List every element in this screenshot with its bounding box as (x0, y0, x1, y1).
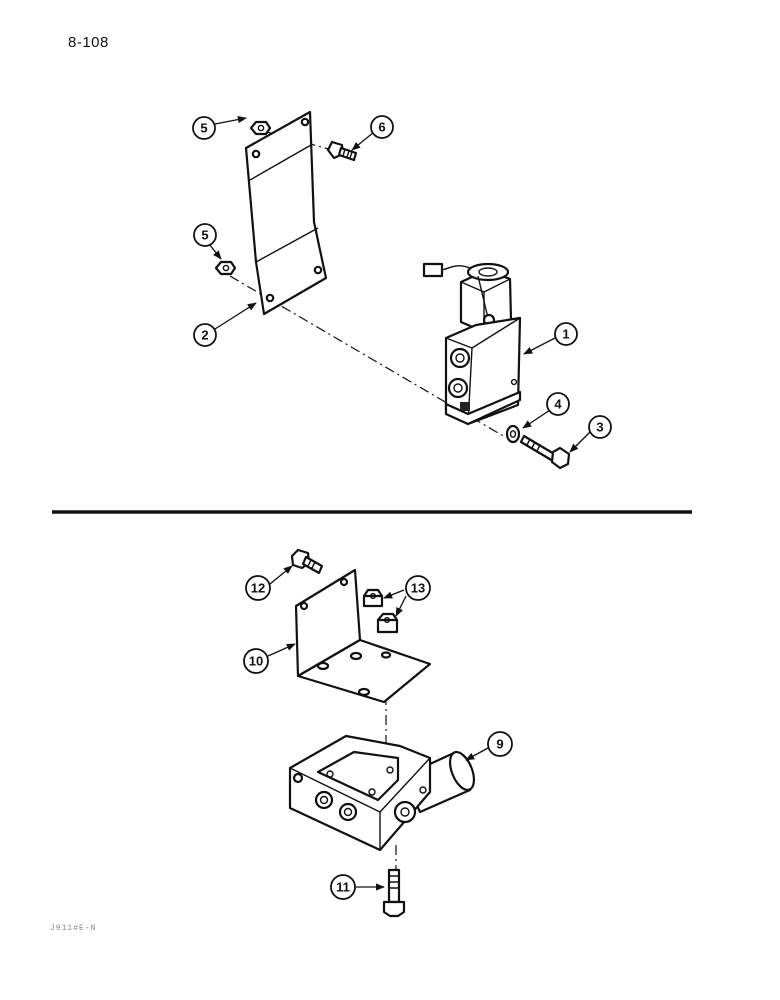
svg-text:5: 5 (200, 121, 207, 136)
svg-text:9: 9 (496, 737, 503, 752)
svg-text:10: 10 (249, 654, 263, 669)
callout-2: 2 (193, 302, 257, 347)
callout-1: 1 (523, 322, 578, 355)
valve-body (288, 734, 476, 852)
nut-13-lower (376, 612, 399, 634)
svg-text:11: 11 (336, 880, 350, 895)
callout-13: 13 (383, 575, 431, 617)
svg-text:1: 1 (562, 327, 569, 342)
svg-text:13: 13 (411, 581, 425, 596)
mounting-plate (244, 110, 328, 316)
callout-5-lower: 5 (193, 223, 222, 260)
callout-6: 6 (351, 115, 394, 151)
bolt-valve (519, 434, 571, 470)
callout-12: 12 (245, 565, 293, 601)
svg-text:12: 12 (251, 581, 265, 596)
nut-lower (214, 260, 237, 276)
callout-3: 3 (569, 415, 612, 453)
upper-assembly: 5 6 5 2 1 4 3 (192, 110, 612, 470)
bolt-upper (326, 140, 358, 162)
bolt-bracket (290, 548, 324, 575)
lower-assembly: 12 13 10 9 11 (243, 548, 513, 918)
nut-upper (249, 120, 272, 136)
callout-10: 10 (243, 643, 296, 674)
callout-11: 11 (330, 874, 385, 900)
solenoid-valve (422, 262, 522, 426)
nut-13-upper (362, 588, 384, 608)
svg-text:3: 3 (596, 420, 603, 435)
mounting-bracket (294, 568, 432, 704)
callout-4: 4 (522, 392, 570, 429)
svg-text:6: 6 (378, 120, 385, 135)
callout-5-top: 5 (192, 115, 247, 140)
page-number: 8-108 (68, 34, 109, 51)
bolt-valve-lower (382, 868, 406, 918)
svg-text:5: 5 (201, 228, 208, 243)
callout-9: 9 (465, 731, 513, 761)
svg-text:2: 2 (201, 328, 208, 343)
footer-code: J911#E-N (50, 924, 97, 933)
svg-text:4: 4 (554, 397, 562, 412)
washer (505, 424, 521, 444)
